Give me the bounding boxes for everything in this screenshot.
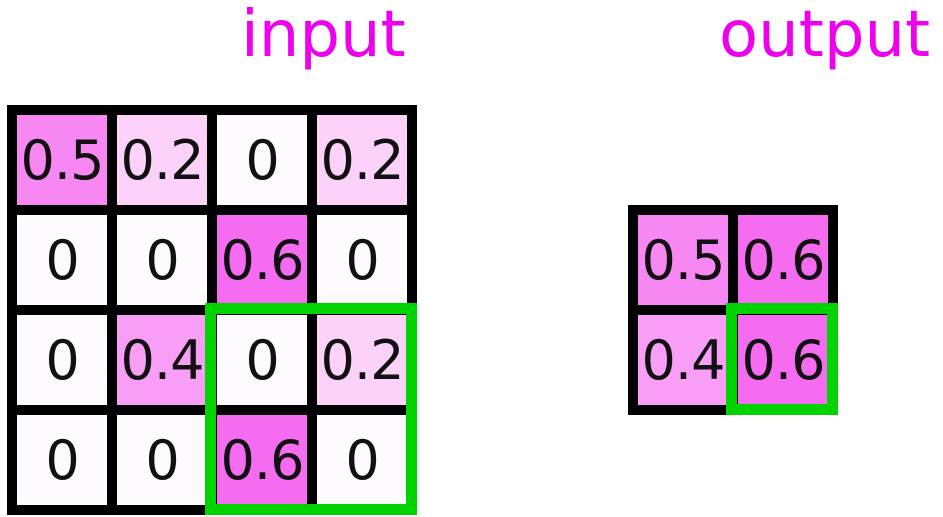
input-title: input [241, 0, 406, 72]
input-cell-1-0: 0 [17, 215, 107, 305]
output-title: output [719, 0, 931, 72]
input-cell-3-3: 0 [317, 415, 407, 505]
output-cell-1-0: 0.4 [638, 315, 728, 405]
output-cell-1-1: 0.6 [738, 315, 828, 405]
input-cell-1-1: 0 [117, 215, 207, 305]
input-cell-1-2: 0.6 [217, 215, 307, 305]
input-cell-2-3: 0.2 [317, 315, 407, 405]
output-cell-0-0: 0.5 [638, 215, 728, 305]
input-cell-0-2: 0 [217, 115, 307, 205]
input-cell-2-2: 0 [217, 315, 307, 405]
input-cell-2-1: 0.4 [117, 315, 207, 405]
output-cell-0-1: 0.6 [738, 215, 828, 305]
input-cell-1-3: 0 [317, 215, 407, 305]
input-cell-0-1: 0.2 [117, 115, 207, 205]
input-grid: 0.5 0.2 0 0.2 0 0 0.6 0 0 0.4 0 0.2 0 0 … [7, 105, 417, 515]
input-cell-0-3: 0.2 [317, 115, 407, 205]
input-cell-0-0: 0.5 [17, 115, 107, 205]
input-cell-2-0: 0 [17, 315, 107, 405]
output-grid: 0.5 0.6 0.4 0.6 [628, 205, 838, 415]
input-cell-3-1: 0 [117, 415, 207, 505]
input-cell-3-0: 0 [17, 415, 107, 505]
input-cell-3-2: 0.6 [217, 415, 307, 505]
